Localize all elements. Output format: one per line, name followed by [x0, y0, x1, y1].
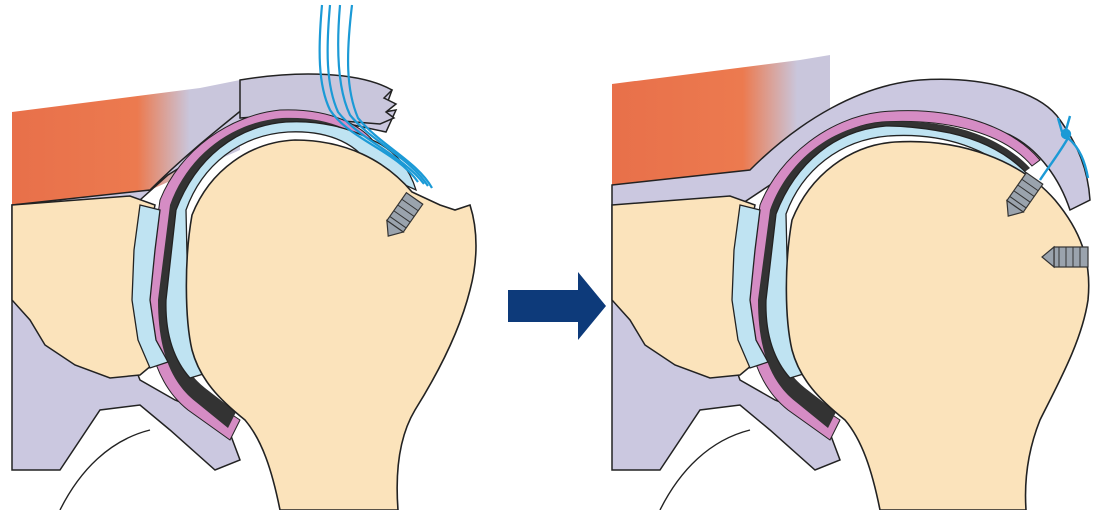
arrow-right-icon [508, 272, 606, 340]
panel-after [612, 55, 1090, 510]
panel-before [12, 5, 476, 510]
